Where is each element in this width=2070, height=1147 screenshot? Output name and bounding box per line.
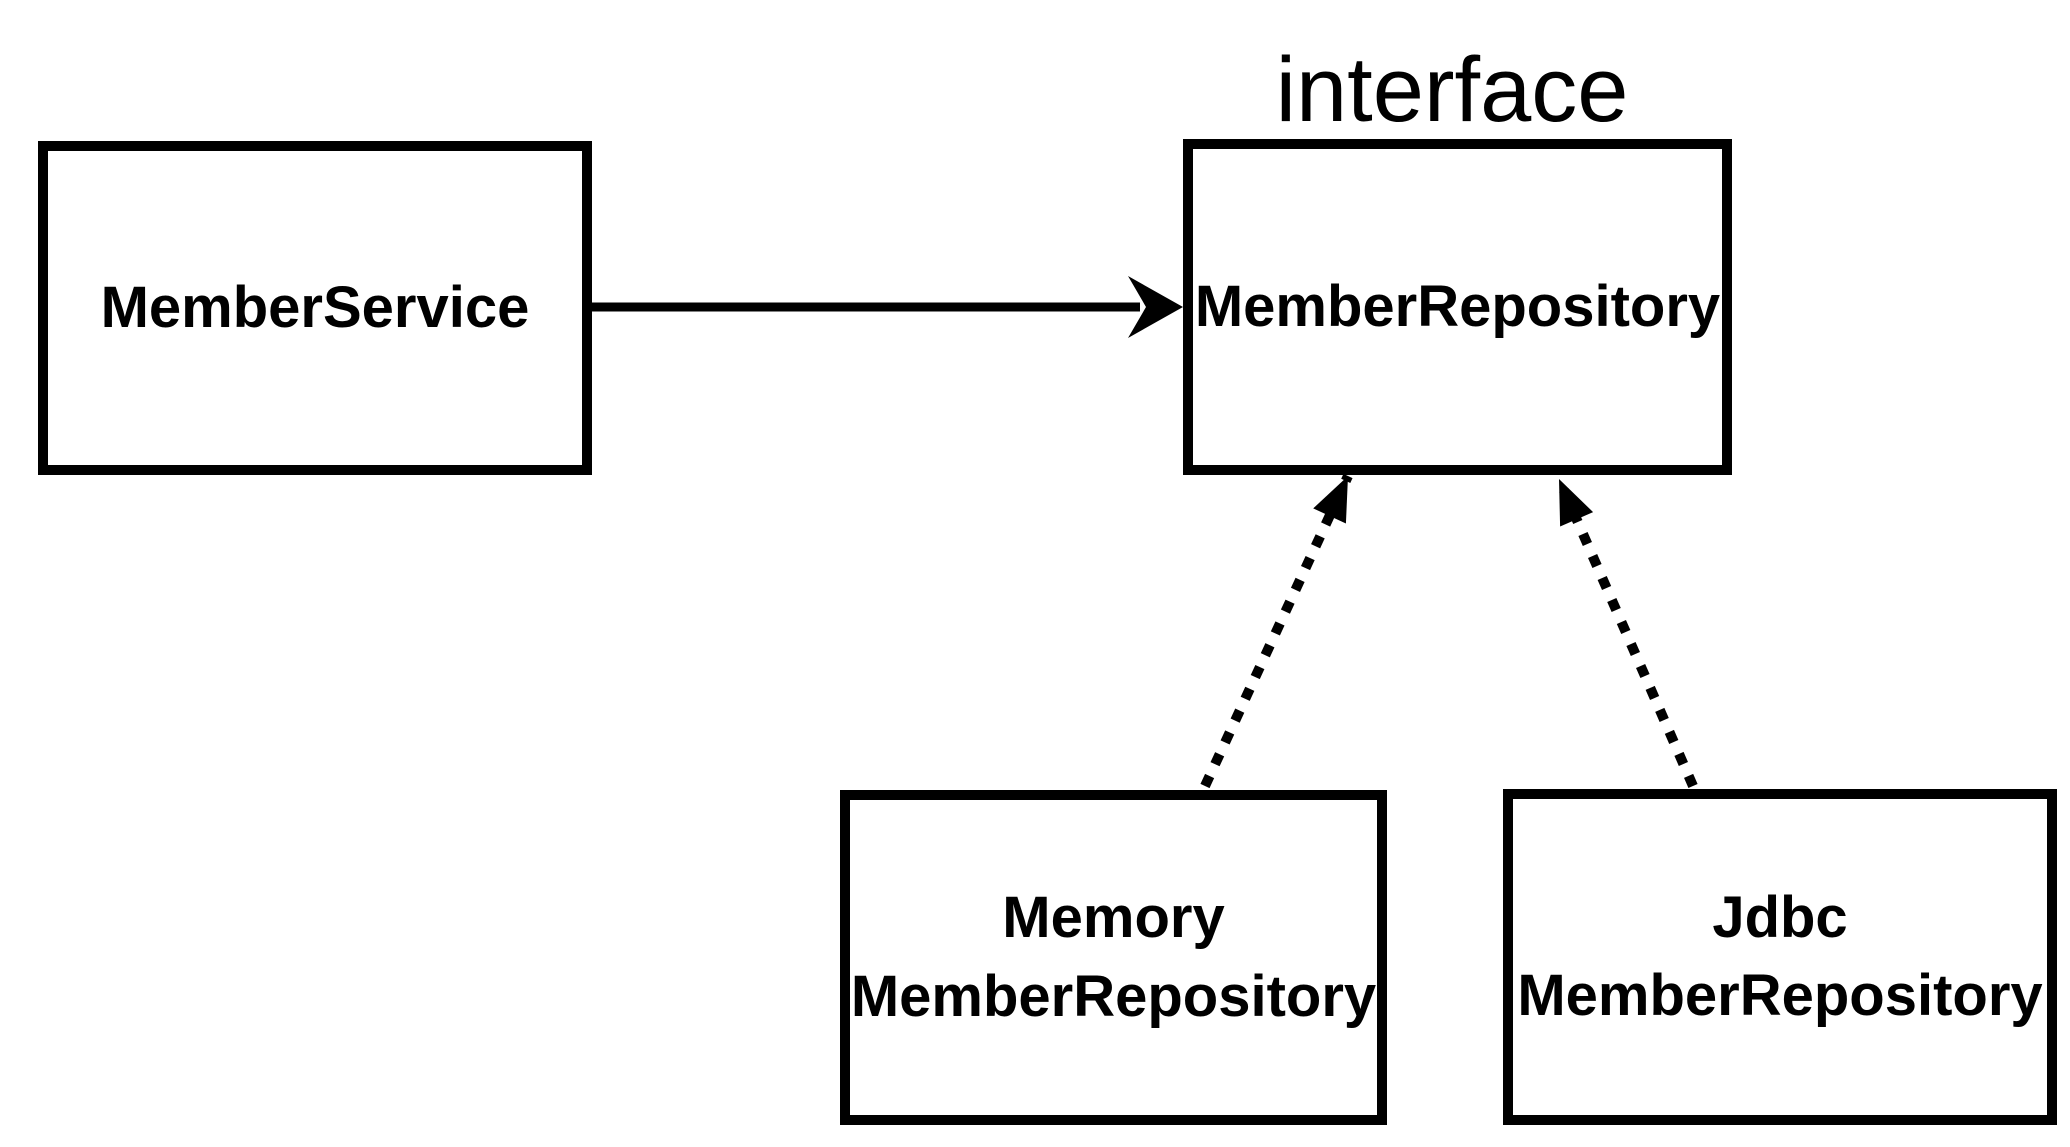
node-member-repository-label: MemberRepository <box>1194 273 1721 339</box>
implements-edge-memory <box>1200 473 1353 789</box>
node-memory-label-line2: MemberRepository <box>850 963 1377 1029</box>
node-memory-member-repository: Memory MemberRepository <box>840 790 1387 1125</box>
dependency-arrowhead <box>1128 276 1183 338</box>
node-member-repository: MemberRepository <box>1183 139 1732 475</box>
node-jdbc-member-repository: Jdbc MemberRepository <box>1503 789 2057 1125</box>
interface-stereotype-label: interface <box>1275 39 1629 141</box>
node-memory-label-line1: Memory <box>1002 885 1225 951</box>
node-jdbc-label-line1: Jdbc <box>1712 884 1848 950</box>
node-jdbc-label-line2: MemberRepository <box>1517 963 2043 1028</box>
node-member-service: MemberService <box>38 141 592 475</box>
node-member-service-label: MemberService <box>100 274 530 340</box>
implements-edge-jdbc <box>1554 476 1698 789</box>
